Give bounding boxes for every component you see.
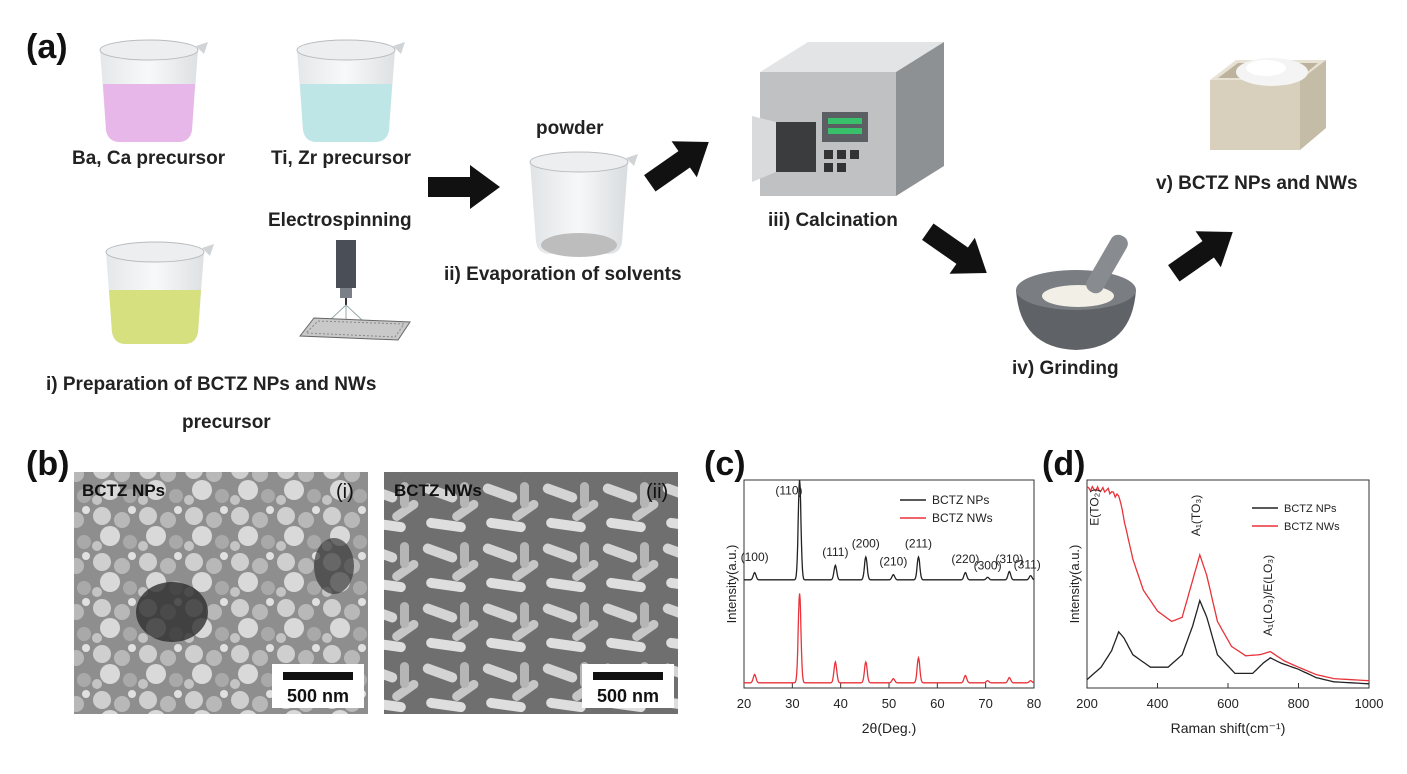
caption-bctz-product: v) BCTZ NPs and NWs — [1156, 173, 1358, 194]
x-tick-label: 600 — [1217, 696, 1239, 711]
caption-ti-zr-precursor: Ti, Zr precursor — [271, 148, 412, 169]
panel-d-label: (d) — [1042, 445, 1085, 483]
legend-label: BCTZ NPs — [1284, 503, 1337, 515]
panel-b-label: (b) — [26, 445, 69, 483]
panel-a-label: (a) — [26, 28, 68, 66]
peak-label: (300) — [974, 558, 1002, 572]
peak-label: (310) — [995, 552, 1023, 566]
x-tick-label: 80 — [1027, 696, 1041, 711]
scale-label: 500 nm — [287, 686, 349, 706]
x-tick-label: 1000 — [1355, 696, 1384, 711]
caption-calcination: iii) Calcination — [768, 210, 898, 231]
x-tick-label: 30 — [785, 696, 799, 711]
legend-label: BCTZ NPs — [932, 493, 989, 507]
arrow-down-right-icon — [922, 223, 987, 274]
mortar-pestle-icon — [1016, 234, 1136, 350]
peak-label: (100) — [741, 550, 769, 564]
x-tick-label: 200 — [1076, 696, 1098, 711]
peak-label: (110) — [775, 484, 802, 498]
xrd-chart: 20 30 40 50 60 70 80 2θ(Deg.) Intensity(a.u.) BCT… — [724, 479, 1041, 736]
panel-c-label: (c) — [704, 445, 746, 483]
caption-grinding: iv) Grinding — [1012, 358, 1119, 379]
beaker-cyan-icon — [296, 39, 405, 142]
series-line-nws — [1086, 485, 1370, 682]
x-axis-label: Raman shift(cm⁻¹) — [1171, 720, 1286, 736]
scale-label: 500 nm — [597, 686, 659, 706]
arrow-up-right-icon — [644, 141, 709, 192]
caption-precursor: precursor — [182, 412, 271, 433]
scale-bar — [593, 672, 663, 680]
legend-label: BCTZ NWs — [932, 511, 993, 525]
caption-powder: powder — [536, 118, 604, 139]
peak-label: (200) — [852, 537, 880, 551]
sem-image-nps: BCTZ NPs (i) 500 nm — [74, 472, 368, 714]
peak-label: A₁(LO₃)/E(LO₃) — [1261, 555, 1275, 636]
sem-nws-title: BCTZ NWs — [394, 481, 482, 500]
caption-preparation: i) Preparation of BCTZ NPs and NWs — [46, 374, 376, 395]
peak-label: A₁(TO₃) — [1189, 495, 1203, 536]
x-tick-label: 400 — [1147, 696, 1169, 711]
caption-ba-ca-precursor: Ba, Ca precursor — [72, 148, 226, 169]
sem-nps-index: (i) — [336, 481, 354, 503]
x-tick-label: 50 — [882, 696, 896, 711]
arrow-up-right-icon — [1168, 231, 1233, 282]
series-line-nps — [1086, 598, 1370, 685]
scale-bar — [283, 672, 353, 680]
peak-label: (111) — [822, 545, 848, 559]
sem-image-nws: BCTZ NWs (ii) 500 nm — [384, 472, 678, 714]
arrow-right-icon — [428, 165, 500, 209]
x-axis-label: 2θ(Deg.) — [862, 720, 916, 736]
y-axis-label: Intensity(a.u.) — [1067, 545, 1082, 624]
beaker-green-icon — [105, 241, 214, 344]
beaker-powder-icon — [529, 151, 638, 257]
x-tick-label: 800 — [1288, 696, 1310, 711]
peak-label: (211) — [905, 537, 932, 551]
beaker-pink-icon — [99, 39, 208, 142]
y-axis-label: Intensity(a.u.) — [724, 545, 739, 624]
peak-label: E(TO₂) — [1087, 489, 1101, 526]
series-line-nws — [744, 593, 1035, 684]
x-tick-label: 60 — [930, 696, 944, 711]
crucible-icon — [1210, 58, 1326, 150]
x-tick-label: 20 — [737, 696, 751, 711]
peak-label: (311) — [1014, 557, 1041, 571]
caption-evaporation: ii) Evaporation of solvents — [444, 264, 682, 285]
x-tick-label: 40 — [833, 696, 847, 711]
peak-label: (220) — [951, 552, 979, 566]
furnace-icon — [752, 42, 944, 196]
sem-nws-index: (ii) — [646, 481, 668, 503]
scale-box — [272, 664, 364, 708]
scale-box — [582, 664, 674, 708]
caption-electrospinning: Electrospinning — [268, 210, 412, 231]
peak-label: (210) — [879, 554, 907, 568]
electrospinning-icon — [299, 240, 411, 341]
series-line-nps — [744, 479, 1035, 581]
sem-nps-title: BCTZ NPs — [82, 481, 165, 500]
x-tick-label: 70 — [978, 696, 992, 711]
legend-label: BCTZ NWs — [1284, 521, 1340, 533]
